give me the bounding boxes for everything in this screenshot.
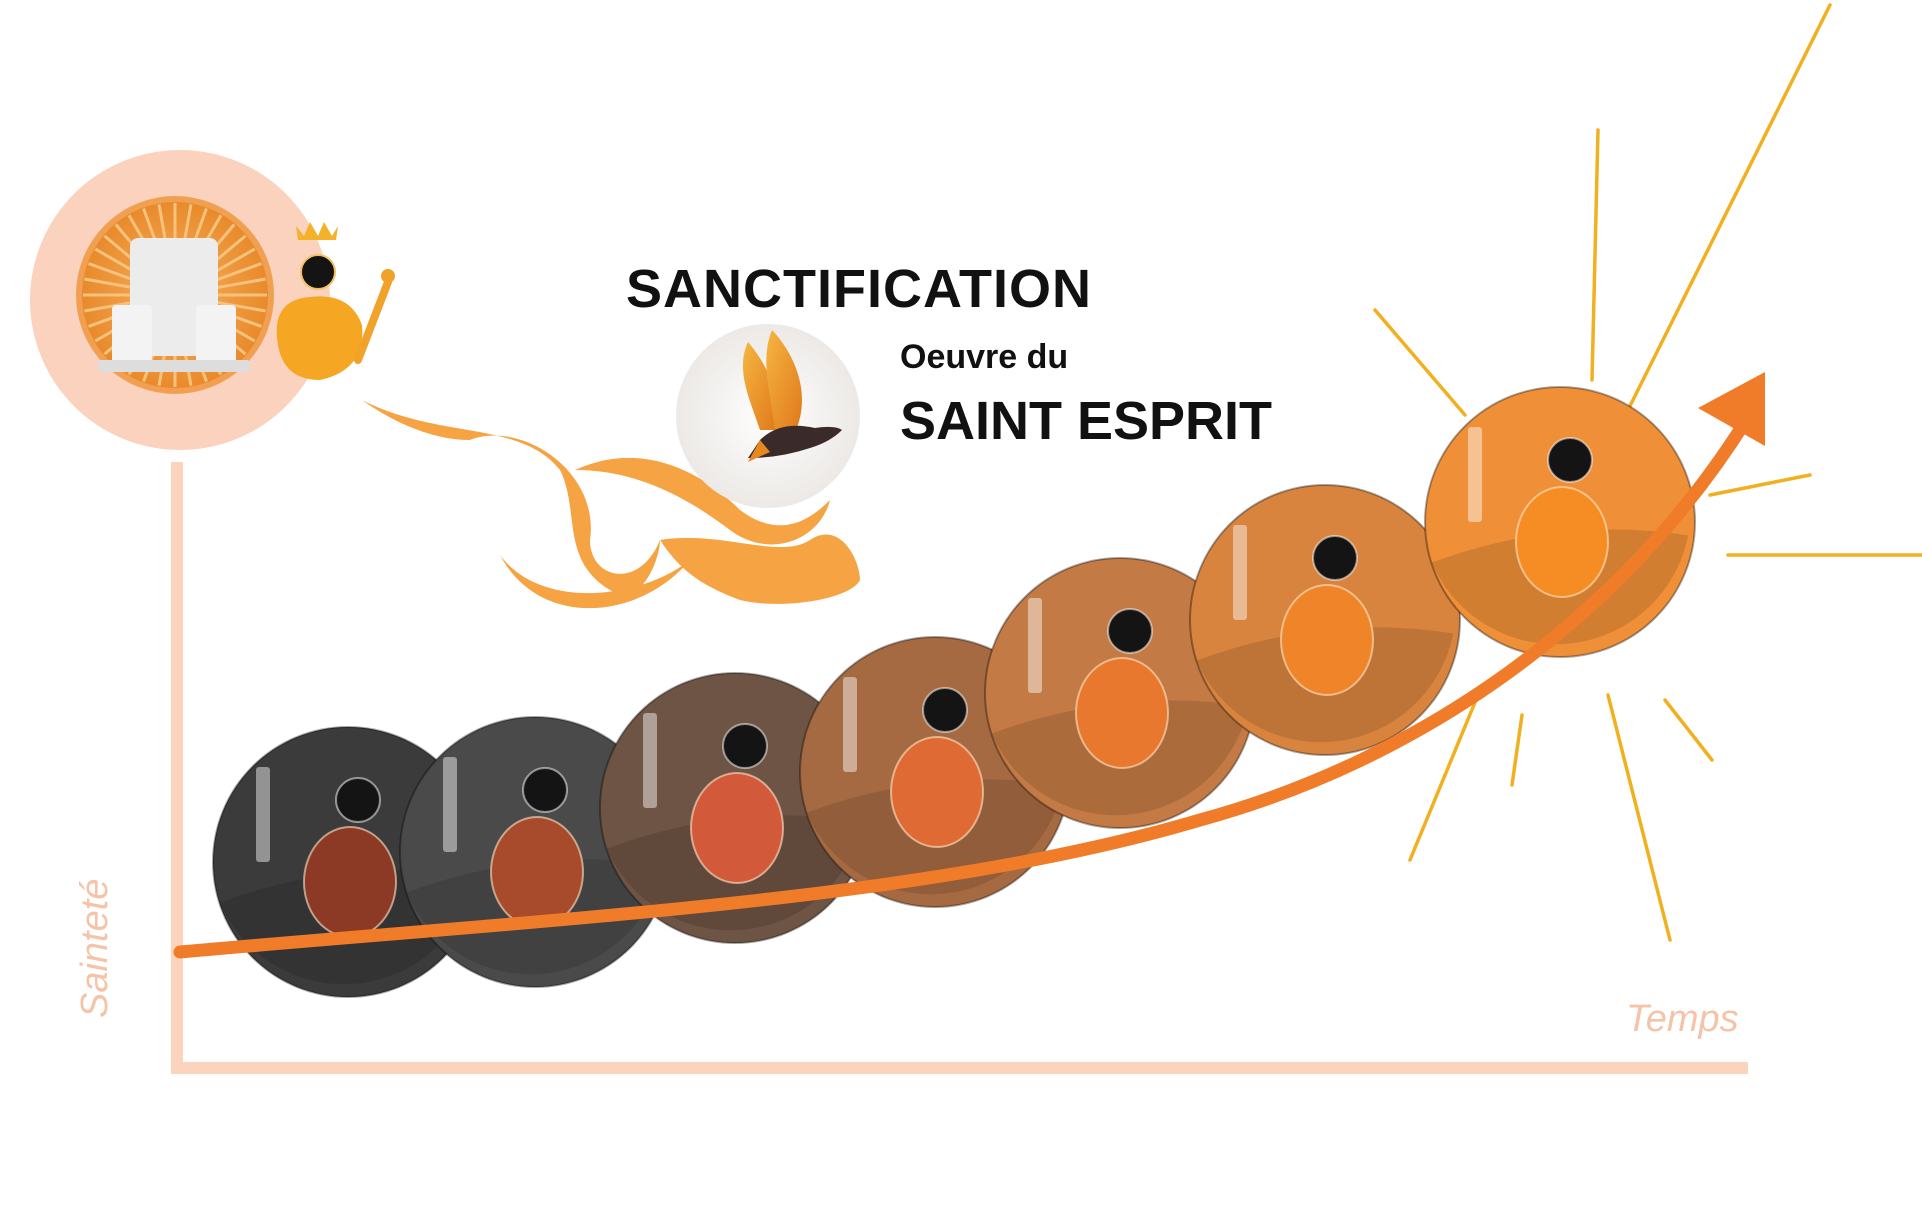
person-head: [722, 723, 768, 769]
throne-right-arm: [196, 305, 236, 365]
growth-curve: [173, 415, 1752, 959]
sun-ray: [1590, 128, 1600, 382]
window-light: [843, 677, 857, 772]
window-light: [643, 713, 657, 808]
scepter-icon: [354, 278, 392, 364]
window-light: [1468, 427, 1482, 522]
throne-pleat: [84, 277, 136, 290]
stage-sequence: [212, 386, 1696, 998]
king-body: [276, 296, 363, 380]
throne-pleat: [214, 277, 266, 290]
window-light: [1233, 525, 1247, 620]
person-body: [490, 816, 584, 928]
sun-ray: [1408, 693, 1480, 862]
sun-ray: [1373, 308, 1467, 417]
throne-pleat: [214, 300, 266, 313]
person-body: [1515, 486, 1609, 598]
stage-circle: [1424, 386, 1696, 658]
sun-ray: [1626, 3, 1832, 412]
stage-circle: [984, 557, 1256, 829]
window-light: [256, 767, 270, 862]
chart-axes: [171, 462, 1748, 1074]
throne-pleat: [88, 262, 138, 283]
person-head: [1547, 437, 1593, 483]
sun-ray: [1663, 698, 1714, 762]
person-head: [335, 777, 381, 823]
x-axis-label: Temps: [1626, 998, 1739, 1040]
sun-rays-icon: [1373, 3, 1922, 942]
dove-wing-front: [766, 330, 802, 432]
dove-wing-back: [742, 342, 779, 430]
dove-body: [748, 425, 842, 458]
throne-left-arm: [112, 305, 152, 365]
person-head: [1107, 608, 1153, 654]
person-body: [690, 772, 784, 884]
throne-pleat: [212, 262, 262, 283]
person-body: [1075, 657, 1169, 769]
window-light: [443, 757, 457, 852]
person-body: [890, 736, 984, 848]
sun-ray: [1708, 473, 1812, 497]
subtitle-saint-esprit: SAINT ESPRIT: [900, 391, 1273, 451]
king-icon: [276, 222, 395, 380]
person-body: [303, 826, 397, 938]
stage-circle: [1189, 484, 1461, 756]
wind-stroke-3: [575, 457, 830, 545]
king-head: [300, 254, 336, 290]
person-head: [1312, 535, 1358, 581]
growth-arrow-icon: [1698, 372, 1765, 446]
sun-ray: [1510, 713, 1524, 787]
throne-icon: [30, 150, 330, 450]
sun-ray: [1606, 693, 1672, 942]
dove-tail: [748, 440, 770, 462]
dove-icon: [676, 324, 860, 508]
person-head: [522, 767, 568, 813]
wind-swirl-icon: [362, 400, 860, 609]
wind-stroke-4: [660, 534, 860, 604]
window-light: [1028, 598, 1042, 693]
page-title: SANCTIFICATION: [626, 259, 1092, 319]
scepter-orb: [381, 269, 395, 283]
person-head: [922, 687, 968, 733]
wind-stroke-1: [362, 400, 660, 595]
throne-pleat: [84, 300, 136, 313]
stage-circle: [599, 672, 871, 944]
wind-stroke-2: [500, 555, 690, 609]
crown-icon: [296, 222, 338, 240]
y-axis-label: Sainteté: [74, 878, 116, 1018]
subtitle-oeuvre: Oeuvre du: [900, 338, 1069, 376]
person-body: [1280, 584, 1374, 696]
throne-base: [98, 360, 250, 372]
